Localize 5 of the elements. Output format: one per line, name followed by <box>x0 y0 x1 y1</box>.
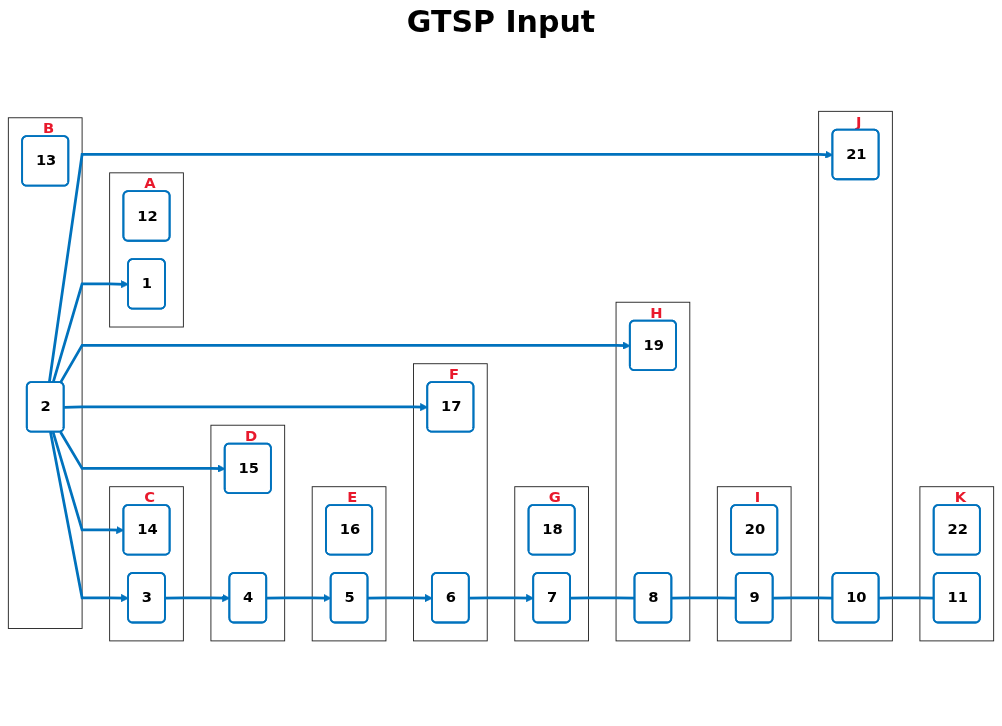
connector <box>773 596 833 600</box>
arrow <box>49 431 129 602</box>
connector <box>570 596 635 600</box>
arrow <box>51 280 129 383</box>
diagram-title: GTSP Input <box>405 4 597 39</box>
